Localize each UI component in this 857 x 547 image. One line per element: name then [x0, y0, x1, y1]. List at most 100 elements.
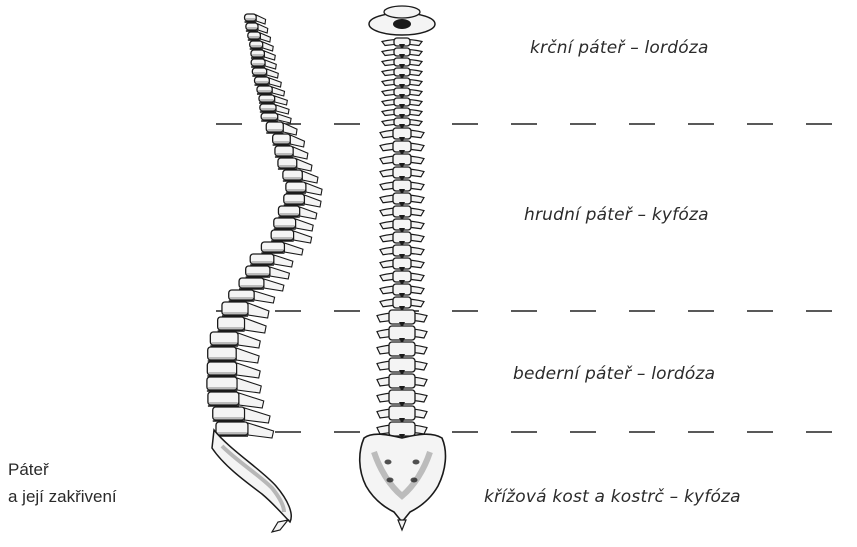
side-spinous-process: [297, 159, 312, 171]
side-vertebra-shadow: [208, 372, 235, 375]
front-vertebra: [389, 342, 415, 356]
side-spinous-process: [265, 60, 276, 69]
side-spinous-process: [269, 78, 281, 87]
side-spinous-process: [245, 408, 270, 423]
side-vertebra-shadow: [230, 297, 254, 300]
side-vertebra-shadow: [272, 237, 293, 240]
front-atlas-top: [384, 6, 420, 18]
side-spinous-process: [294, 231, 312, 243]
side-vertebra-shadow: [253, 72, 265, 75]
side-sacrum: [212, 430, 291, 522]
front-vertebra: [389, 358, 415, 372]
front-vertebra: [389, 390, 415, 404]
side-vertebra-shadow: [287, 189, 305, 192]
side-vertebra-shadow: [219, 327, 244, 330]
side-spinous-process: [272, 87, 284, 96]
side-spinous-process: [293, 147, 308, 159]
side-spinous-process: [276, 105, 289, 114]
side-spinous-process: [245, 318, 267, 333]
side-vertebra-shadow: [247, 273, 269, 276]
side-vertebra-shadow: [262, 117, 277, 120]
side-spinous-process: [237, 378, 261, 393]
side-vertebra-shadow: [252, 54, 264, 57]
side-vertebra-shadow: [274, 141, 290, 144]
side-spinous-process: [302, 171, 318, 183]
side-spinous-process: [275, 96, 288, 105]
front-vertebra: [389, 422, 415, 436]
front-coccyx: [398, 520, 406, 530]
side-spinous-process: [263, 42, 273, 51]
side-spinous-process: [267, 69, 279, 78]
side-spinous-process: [264, 51, 275, 60]
label-lumbar-region: bederní páteř – lordóza: [513, 364, 715, 384]
side-vertebra-shadow: [214, 417, 244, 420]
front-sacral-foramen: [411, 478, 418, 483]
side-vertebra-shadow: [275, 225, 295, 228]
front-vertebra: [389, 326, 415, 340]
side-spinous-process: [258, 24, 268, 33]
label-sacral-region: křížová kost a kostrč – kyfóza: [484, 487, 741, 507]
side-spinous-process: [248, 423, 274, 438]
side-vertebra-shadow: [217, 432, 247, 435]
side-spinous-process: [300, 207, 317, 219]
side-spinous-process: [237, 363, 261, 378]
side-spinous-process: [238, 333, 260, 348]
side-spinous-process: [270, 267, 289, 279]
side-vertebra-shadow: [223, 312, 247, 315]
label-cervical-region: krční páteř – lordóza: [530, 38, 709, 58]
side-vertebra-shadow: [279, 213, 298, 216]
side-spinous-process: [304, 195, 321, 207]
front-sacrum: [360, 434, 446, 522]
side-vertebra-shadow: [249, 36, 260, 39]
side-vertebra-shadow: [246, 18, 256, 21]
side-vertebra-shadow: [276, 153, 292, 156]
side-vertebra-shadow: [247, 27, 257, 30]
side-vertebra-shadow: [251, 261, 273, 264]
side-spinous-process: [283, 123, 297, 135]
caption-subtitle: a její zakřivení: [8, 487, 117, 507]
front-view-spine: [360, 6, 446, 530]
front-vertebra: [389, 310, 415, 324]
front-vertebra: [389, 406, 415, 420]
front-vertebra: [389, 374, 415, 388]
side-coccyx: [272, 520, 288, 532]
side-spinous-process: [239, 393, 264, 408]
caption-title: Páteř: [8, 460, 49, 480]
side-spinous-process: [306, 183, 322, 195]
side-vertebra-shadow: [240, 285, 263, 288]
side-vertebra-shadow: [251, 45, 262, 48]
side-vertebra-shadow: [285, 201, 304, 204]
side-spinous-process: [296, 219, 314, 231]
side-spinous-process: [254, 291, 274, 303]
side-spinous-process: [236, 348, 259, 363]
front-sacral-foramen: [413, 460, 420, 465]
side-spinous-process: [274, 255, 293, 267]
side-vertebra-shadow: [256, 81, 269, 84]
side-spinous-process: [264, 279, 284, 291]
front-atlas-foramen: [393, 19, 411, 29]
side-spinous-process: [290, 135, 304, 147]
side-spinous-process: [248, 303, 269, 318]
front-sacral-foramen: [385, 460, 392, 465]
side-view-spine: [207, 14, 322, 532]
region-dividers: [216, 124, 857, 432]
side-vertebra-shadow: [252, 63, 264, 66]
side-vertebra-shadow: [267, 129, 282, 132]
side-vertebra-shadow: [258, 90, 271, 93]
side-vertebra-shadow: [209, 402, 238, 405]
side-vertebra-shadow: [208, 387, 236, 390]
side-vertebra-shadow: [209, 357, 236, 360]
front-sacral-foramen: [387, 478, 394, 483]
side-vertebra-shadow: [260, 99, 274, 102]
side-spinous-process: [260, 33, 270, 42]
side-vertebra-shadow: [262, 249, 283, 252]
side-vertebra-shadow: [211, 342, 237, 345]
side-spinous-process: [256, 15, 265, 24]
side-spinous-process: [284, 243, 302, 255]
side-vertebra-shadow: [261, 108, 275, 111]
side-vertebra-shadow: [279, 165, 296, 168]
side-vertebra-shadow: [284, 177, 302, 180]
label-thoracic-region: hrudní páteř – kyfóza: [524, 205, 709, 225]
